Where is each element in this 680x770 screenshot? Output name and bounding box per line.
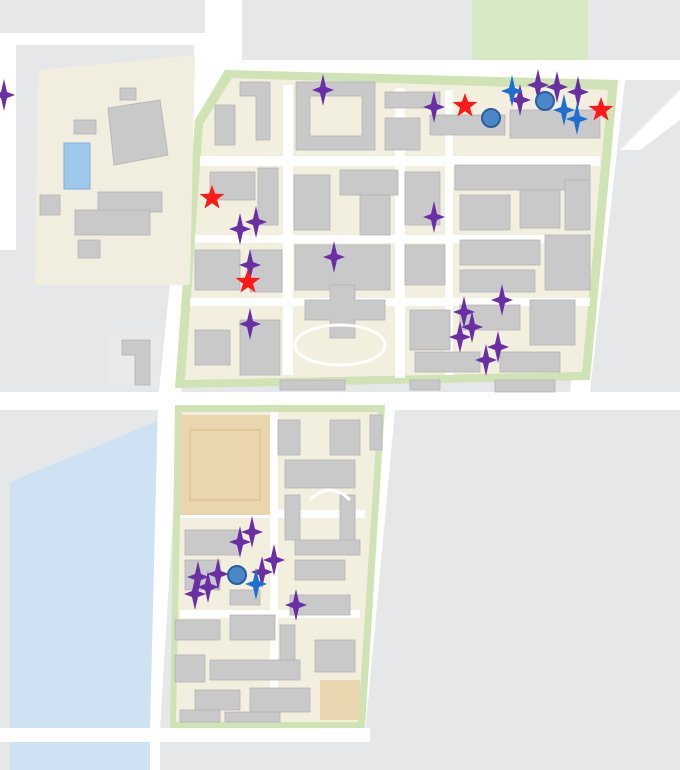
buildings bbox=[39, 81, 601, 723]
sports-field bbox=[180, 415, 270, 515]
circle-marker[interactable] bbox=[227, 565, 247, 585]
circle-marker[interactable] bbox=[535, 91, 555, 111]
swimming-pool bbox=[63, 142, 91, 190]
green-strip-top bbox=[472, 0, 588, 60]
circle-markers[interactable] bbox=[227, 91, 555, 585]
south-plaza-arc bbox=[308, 488, 352, 502]
water-area bbox=[10, 420, 160, 770]
sports-court bbox=[320, 680, 360, 720]
central-plaza bbox=[293, 323, 387, 367]
sports-field-lines bbox=[189, 429, 261, 501]
circle-marker[interactable] bbox=[481, 108, 501, 128]
